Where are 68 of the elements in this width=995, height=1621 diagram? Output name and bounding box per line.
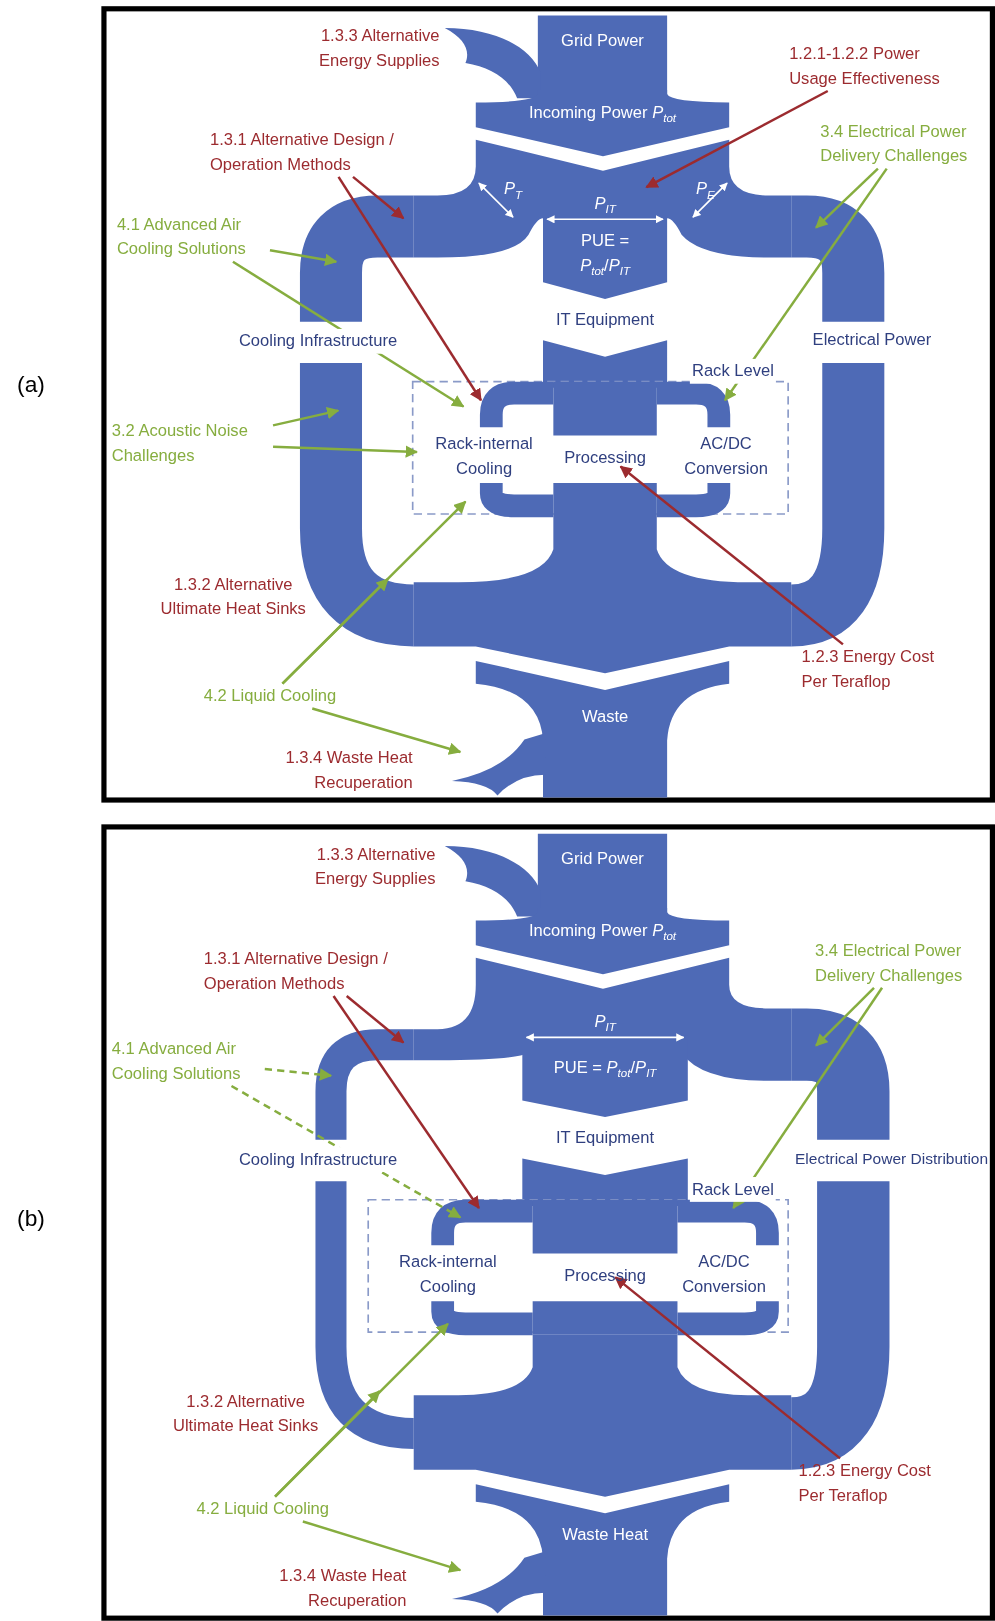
flow-label: IT Equipment (555, 1127, 656, 1148)
flow-label: Incoming Power P$_{tot}$ (527, 920, 678, 944)
leader-arrow (614, 1276, 841, 1460)
annotation-text: 1.3.4 Waste Heat Recuperation (284, 747, 413, 794)
annotation-text: 1.3.2 Alternative Ultimate Heat Sinks (172, 1391, 320, 1437)
measure-label: P$_{IT}$ (593, 1011, 618, 1035)
panel-frame (101, 6, 995, 803)
flow-label: Rack-internal Cooling (398, 1251, 498, 1297)
measure-label: P$_{E}$ (695, 178, 716, 202)
leader-arrow (281, 500, 467, 685)
flow-label: Incoming Power P$_{tot}$ (527, 102, 678, 126)
leader-arrow (302, 1520, 462, 1573)
flow-label: Cooling Infrastructure (236, 328, 400, 354)
annotation-text: 4.2 Liquid Cooling (203, 683, 337, 709)
flow-label: Waste Heat (561, 1524, 649, 1546)
flow-label: Electrical Power (811, 330, 933, 351)
group-label: Rack Level (689, 1177, 776, 1202)
annotation-text: 1.3.1 Alternative Design / Operation Methods (203, 946, 430, 997)
annotation-text: 1.3.3 Alternative Energy Supplies (318, 25, 440, 72)
annotation-text: 4.2 Liquid Cooling (196, 1496, 329, 1522)
measure-label: P$_{T}$ (502, 178, 524, 202)
panel-letter: (b) (16, 1206, 46, 1231)
leader-arrow (273, 445, 419, 458)
leader-arrow (645, 89, 829, 189)
group-label: Rack Level (689, 358, 776, 384)
flow-label: AC/DC Conversion (681, 1251, 767, 1297)
leader-arrow (230, 1084, 462, 1219)
flow-label: Waste (580, 706, 630, 728)
flow-label: Cooling Infrastructure (236, 1147, 400, 1172)
leader-arrow (311, 707, 462, 755)
leader-arrow (274, 1323, 449, 1498)
leader-arrow (232, 260, 465, 408)
annotation-text: 1.2.3 Energy Cost Per Teraflop (798, 1458, 944, 1508)
panel-frame (101, 824, 995, 1621)
leader-arrow (732, 987, 884, 1210)
panel-letter: (a) (16, 372, 46, 398)
annotation-text: 1.2.3 Energy Cost Per Teraflop (801, 644, 947, 694)
annotation-text: 4.1 Advanced Air Cooling Solutions (116, 212, 270, 262)
annotation-text: 1.3.2 Alternative Ultimate Heat Sinks (159, 574, 307, 620)
formula-text: PUE = P$_{tot}$/P$_{IT}$ (552, 1057, 658, 1080)
annotation-text: 1.3.4 Waste Heat Recuperation (278, 1565, 407, 1612)
flow-label: IT Equipment (555, 309, 656, 330)
flow-label: Grid Power (560, 30, 645, 51)
leader-arrow (815, 986, 875, 1047)
annotation-text: 3.2 Acoustic Noise Challenges (111, 418, 274, 469)
annotation-text: 1.2.1-1.2.2 Power Usage Effectiveness (789, 41, 960, 91)
measure-label: P$_{IT}$ (593, 193, 618, 217)
leader-arrow (269, 248, 338, 266)
leader-arrow (352, 175, 405, 220)
leader-arrow (337, 176, 482, 402)
flow-label: Electrical Power Distribution (794, 1148, 990, 1169)
flow-label: Processing (563, 1266, 647, 1287)
annotation-text: 1.3.3 Alternative Energy Supplies (313, 844, 436, 890)
flow-label: Grid Power (560, 848, 645, 869)
annotation-text: 4.1 Advanced Air Cooling Solutions (111, 1036, 265, 1086)
leader-arrow (332, 995, 480, 1210)
leader-arrow (264, 1067, 333, 1081)
formula-text: PUE = P$_{tot}$/P$_{IT}$ (579, 230, 632, 279)
annotation-text: 3.4 Electrical Power Delivery Challenges (815, 938, 983, 988)
flow-label: AC/DC Conversion (683, 433, 769, 479)
leader-arrow (724, 167, 888, 402)
annotation-text: 3.4 Electrical Power Delivery Challenges (820, 118, 988, 169)
leader-arrow (815, 167, 879, 229)
leader-arrow (272, 407, 340, 427)
annotation-text: 1.3.1 Alternative Design / Operation Methods (209, 127, 436, 177)
flow-label: Processing (563, 447, 647, 469)
leader-arrow (345, 995, 405, 1044)
flow-label: Rack-internal Cooling (434, 433, 534, 479)
